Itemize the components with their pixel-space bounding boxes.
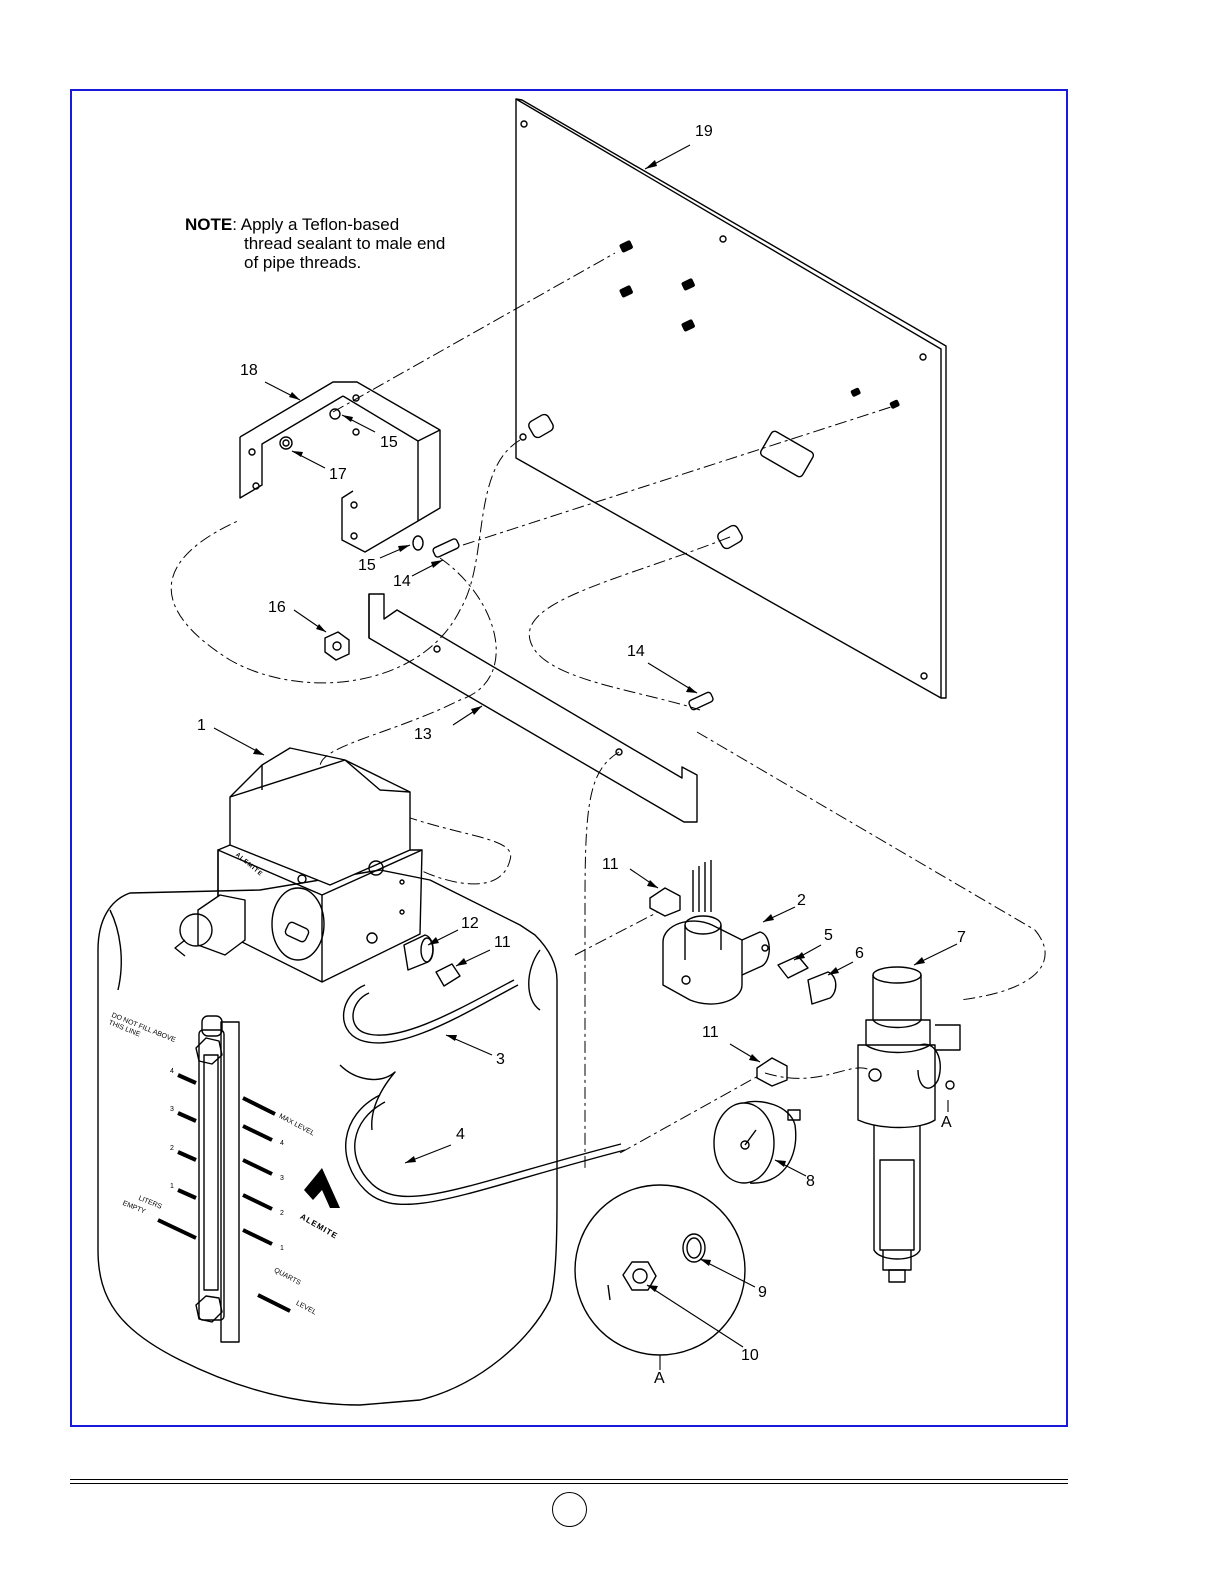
reservoir: [98, 870, 557, 1405]
liter-mark-1: 1: [170, 1183, 174, 1191]
callout-9: 9: [758, 1285, 767, 1301]
callout-10: 10: [741, 1348, 759, 1364]
support-bar: [369, 594, 697, 822]
note-prefix: NOTE: [185, 215, 232, 234]
assembly-note: NOTE: Apply a Teflon-based thread sealan…: [185, 215, 445, 272]
callout-15-upper: 15: [380, 435, 398, 451]
callout-4: 4: [456, 1127, 465, 1143]
callout-11-middle: 11: [494, 935, 511, 951]
pressure-gauge: [714, 1101, 800, 1183]
callout-3: 3: [496, 1052, 505, 1068]
callout-12: 12: [461, 916, 479, 932]
quart-mark-3: 3: [280, 1175, 284, 1183]
detail-a-label-right: A: [941, 1115, 952, 1131]
mounting-plate: [516, 99, 946, 698]
callout-17: 17: [329, 467, 347, 483]
note-line-3: of pipe threads.: [185, 253, 445, 272]
callout-13: 13: [414, 727, 432, 743]
note-line-1: : Apply a Teflon-based: [232, 215, 399, 234]
callout-7: 7: [957, 930, 966, 946]
callout-18: 18: [240, 363, 258, 379]
footer-rule-top: [70, 1479, 1068, 1480]
callout-6: 6: [855, 946, 864, 962]
fittings-5-6: [778, 956, 836, 1004]
quart-mark-2: 2: [280, 1210, 284, 1218]
liter-mark-4: 4: [170, 1068, 174, 1076]
note-line-2: thread sealant to male end: [185, 234, 445, 253]
callout-15-lower: 15: [358, 558, 376, 574]
liter-mark-3: 3: [170, 1106, 174, 1114]
detail-a: [575, 1185, 745, 1355]
detail-a-label-bottom: A: [654, 1371, 665, 1387]
quart-mark-1: 1: [280, 1245, 284, 1253]
quart-mark-4: 4: [280, 1140, 284, 1148]
page-number-circle: [552, 1492, 587, 1527]
callout-11-top: 11: [602, 857, 619, 873]
liter-mark-2: 2: [170, 1145, 174, 1153]
solenoid-valve: [663, 860, 769, 1004]
callout-19: 19: [695, 124, 713, 140]
callout-5: 5: [824, 928, 833, 944]
callout-8: 8: [806, 1174, 815, 1190]
callout-1: 1: [197, 718, 206, 734]
footer-rule-bottom: [70, 1483, 1068, 1484]
callout-2: 2: [797, 893, 806, 909]
callout-16: 16: [268, 600, 286, 616]
callout-14-upper: 14: [393, 574, 411, 590]
callout-14-lower: 14: [627, 644, 645, 660]
callout-11-bottom: 11: [702, 1025, 719, 1041]
